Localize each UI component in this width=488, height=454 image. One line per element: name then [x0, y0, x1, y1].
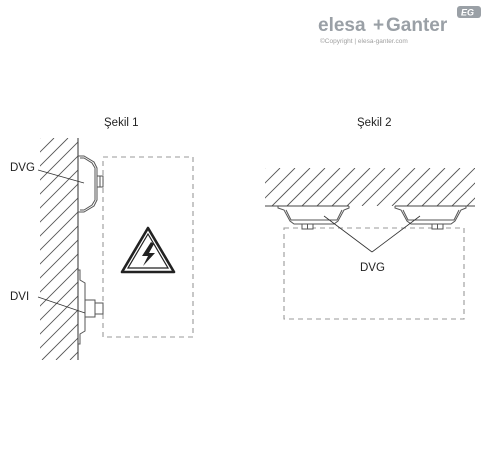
logo-brand-elesa: elesa	[318, 15, 366, 36]
logo-plus: +	[373, 15, 384, 36]
dvg-element-wall	[78, 155, 104, 213]
hatch-line	[210, 138, 432, 360]
dvi-element-wall	[78, 269, 104, 345]
hatch-line	[391, 168, 431, 206]
hatch-line	[286, 168, 326, 206]
elesa-ganter-logo: elesa + Ganter EG ©Copyright | elesa-gan…	[318, 6, 481, 45]
figure-2-title: Şekil 2	[357, 117, 392, 129]
hatch-line	[40, 169, 78, 209]
hatch-line	[40, 211, 78, 251]
hatch-line	[252, 138, 474, 360]
hatch-line	[316, 168, 356, 206]
dvi-leader-line	[37, 296, 86, 314]
logo-badge: EG	[461, 8, 474, 18]
ceiling-hatching	[265, 168, 488, 206]
hatch-line	[451, 182, 475, 206]
hatch-line	[406, 168, 446, 206]
hatch-line	[40, 155, 78, 195]
hatch-line	[55, 337, 78, 360]
hatch-line	[421, 168, 461, 206]
dvg-element-ceiling-right	[394, 206, 467, 230]
logo-badge-box	[457, 6, 481, 18]
hatch-line	[301, 168, 341, 206]
hatch-line	[40, 309, 78, 349]
hatch-line	[40, 141, 78, 181]
hatch-line	[224, 138, 446, 360]
dvg-label-2: DVG	[360, 262, 385, 274]
hatch-line	[361, 168, 401, 206]
hatch-line	[40, 225, 78, 265]
hatch-line	[436, 168, 475, 206]
hatch-line	[40, 239, 78, 279]
hatch-line	[182, 138, 404, 360]
figure-1-title: Şekil 1	[104, 117, 139, 129]
dvg-element-ceiling-left	[277, 206, 350, 230]
logo-brand-ganter: Ganter	[386, 15, 448, 36]
hatch-line	[140, 138, 362, 360]
hatch-line	[265, 168, 296, 199]
enclosure-outline	[102, 156, 194, 338]
hatch-line	[168, 138, 390, 360]
figure-1: Şekil 1 DVG DVI	[10, 117, 488, 360]
hatch-line	[346, 168, 386, 206]
dvg-label: DVG	[10, 162, 35, 174]
hatch-line	[266, 138, 488, 360]
dvg-leader-right	[371, 215, 421, 253]
high-voltage-warning-icon	[120, 226, 176, 274]
dvg-leader-line	[37, 169, 85, 184]
hatch-line	[376, 168, 416, 206]
copyright-text: ©Copyright | elesa-ganter.com	[320, 37, 408, 45]
dvi-label: DVI	[10, 291, 29, 303]
hatch-line	[271, 168, 311, 206]
hatch-line	[294, 138, 488, 360]
hatch-line	[154, 138, 376, 360]
hatch-line	[98, 138, 320, 360]
figure-2: Şekil 2 DVG	[265, 117, 488, 320]
hatch-line	[265, 168, 281, 184]
hatch-line	[84, 138, 306, 360]
hatch-line	[482, 168, 488, 206]
hatch-line	[466, 197, 475, 206]
hatch-line	[265, 168, 266, 169]
hatch-line	[40, 295, 78, 335]
enclosure-outline-2	[283, 227, 465, 320]
dvg-leader-left	[323, 215, 373, 253]
hatch-line	[331, 168, 371, 206]
wall-hatching	[40, 138, 488, 360]
